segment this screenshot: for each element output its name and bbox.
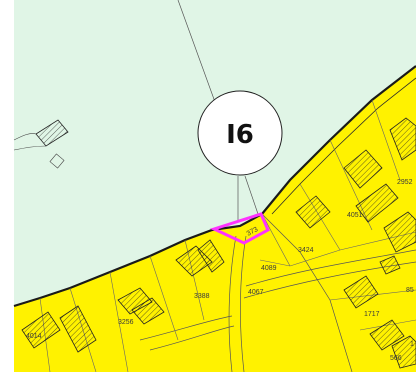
parcel-number: 4089 [261,265,277,272]
parcel-number: 85 [406,287,414,294]
marker-leaders [177,0,259,222]
parcel-number: 3388 [194,293,210,300]
zone-marker-label: I6 [226,120,254,150]
parcel-number: 1 [410,341,414,348]
shore-line [271,77,416,215]
buildings [21,117,416,369]
parcel-number: 566 [390,355,402,362]
parcel-number: 1717 [364,311,380,318]
parcel-number: 2952 [397,179,413,186]
roads [139,213,416,372]
green-area-features [13,133,65,169]
highlighted-parcel[interactable] [209,212,270,245]
parcel-number: 373 [246,226,260,238]
parcel-number: 3256 [118,319,134,326]
parcel-number: 4067 [248,289,264,296]
parcel-number: 3424 [298,247,314,254]
zone-marker-circle[interactable] [197,90,283,176]
parcel-number: 4051 [347,212,363,219]
parcel-number: 4014 [26,333,42,340]
